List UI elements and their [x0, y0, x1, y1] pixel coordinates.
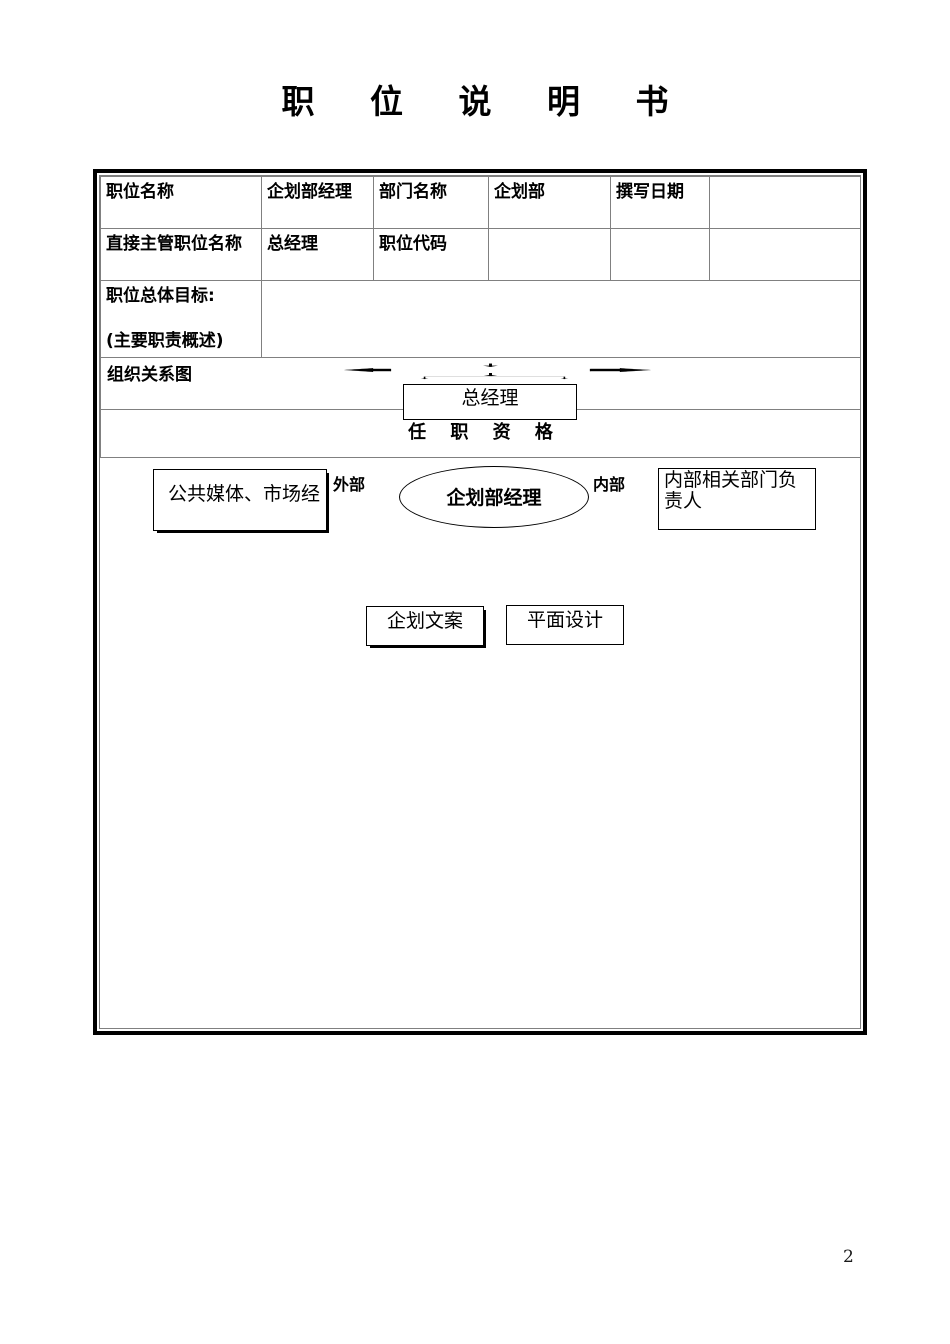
page-title: 职 位 说 明 书: [281, 82, 691, 121]
position-code-value[interactable]: [488, 228, 611, 281]
row2-extra-cell-1[interactable]: [610, 228, 710, 281]
write-date-label: 撰写日期: [610, 176, 710, 229]
page-number: 2: [843, 1247, 854, 1267]
table-row: 职位总体目标: (主要职责概述): [100, 280, 861, 358]
write-date-value[interactable]: [709, 176, 861, 229]
org-chart-label: 组织关系图: [107, 364, 192, 385]
overall-objective-value[interactable]: [261, 280, 861, 358]
overall-objective-label: 职位总体目标: (主要职责概述): [100, 280, 262, 358]
position-name-value[interactable]: 企划部经理: [261, 176, 374, 229]
org-node-external-party: 公共媒体、市场经: [153, 468, 327, 531]
supervisor-position-label: 直接主管职位名称: [100, 228, 262, 281]
org-chart-canvas: 总经理 公共媒体、市场经 企划部经理 内部相关部门负责人 企划文案 平面设计 外…: [101, 358, 860, 646]
position-code-label: 职位代码: [373, 228, 489, 281]
objective-line-2: (主要职责概述): [106, 330, 224, 351]
table-row: 组织关系图: [100, 356, 861, 646]
org-edge-label-external: 外部: [333, 474, 366, 494]
objective-line-1: 职位总体目标:: [106, 286, 215, 306]
org-node-graphic-design: 平面设计: [506, 604, 624, 645]
org-edge-label-internal: 内部: [593, 474, 626, 494]
supervisor-position-value[interactable]: 总经理: [261, 228, 374, 281]
row2-extra-cell-2[interactable]: [709, 228, 861, 281]
table-row: 直接主管职位名称 总经理 职位代码: [100, 228, 861, 281]
form-table: 职位名称 企划部经理 部门名称 企划部 撰写日期 直接主管职位名称 总经理 职位…: [100, 176, 861, 646]
department-name-value[interactable]: 企划部: [488, 176, 611, 229]
position-name-label: 职位名称: [100, 176, 262, 229]
org-node-internal-party: 内部相关部门负责人: [658, 467, 816, 530]
job-description-form: 职位名称 企划部经理 部门名称 企划部 撰写日期 直接主管职位名称 总经理 职位…: [93, 169, 867, 1035]
org-chart-cell: 组织关系图: [100, 356, 861, 646]
org-node-planning-manager: 企划部经理: [399, 465, 589, 528]
department-name-label: 部门名称: [373, 176, 489, 229]
org-node-planning-copywriter: 企划文案: [366, 605, 484, 646]
form-inner-border: [99, 175, 861, 1029]
org-node-general-manager: 总经理: [403, 383, 577, 420]
table-row: 职位名称 企划部经理 部门名称 企划部 撰写日期: [100, 176, 861, 229]
